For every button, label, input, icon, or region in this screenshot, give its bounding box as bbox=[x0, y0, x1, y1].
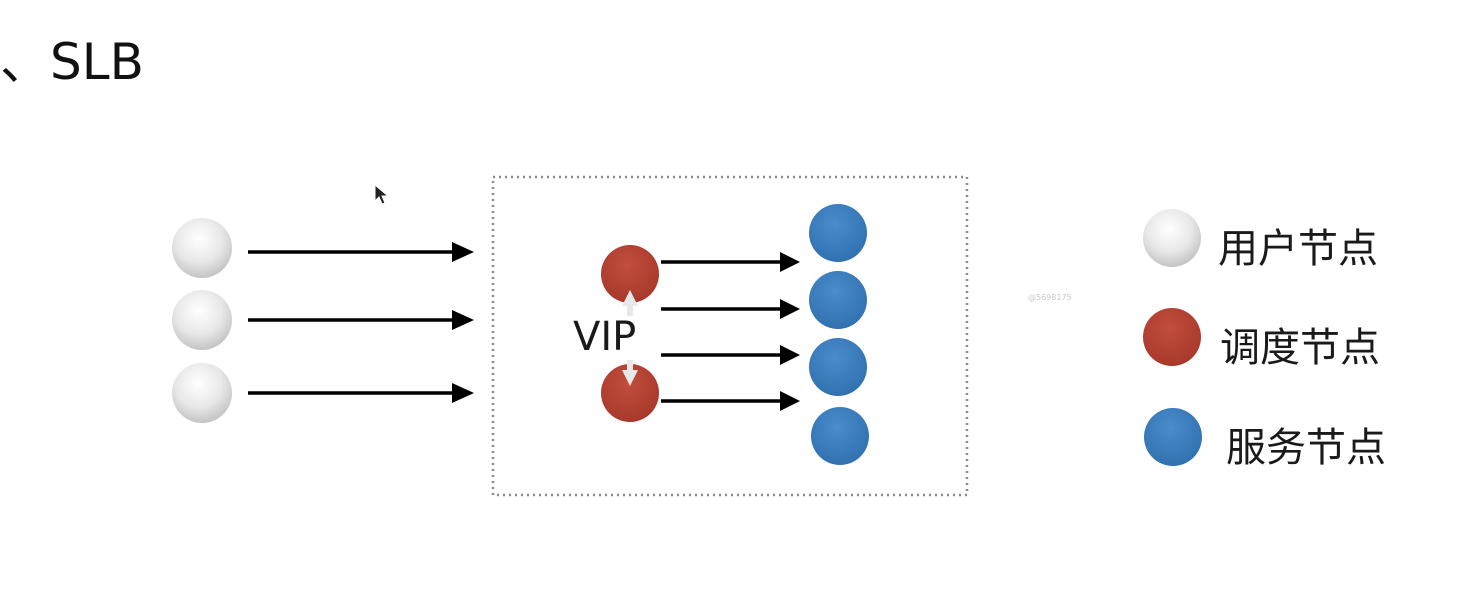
user-node bbox=[172, 363, 232, 423]
arrow-head bbox=[780, 391, 800, 411]
service-node bbox=[811, 407, 869, 465]
scheduler-node-icon bbox=[1143, 308, 1201, 366]
vip-label: VIP bbox=[573, 314, 637, 360]
arrow-head bbox=[452, 383, 474, 403]
mouse-cursor-icon bbox=[374, 184, 390, 205]
arrow-head bbox=[780, 345, 800, 365]
failover-arrow-shaft bbox=[627, 306, 633, 316]
user-node bbox=[172, 290, 232, 350]
scheduler-node bbox=[601, 245, 659, 303]
failover-arrow-shaft bbox=[627, 360, 633, 370]
arrow-head bbox=[452, 242, 474, 262]
failover-arrow-down bbox=[622, 370, 638, 386]
user-node-icon bbox=[1143, 209, 1201, 267]
service-node bbox=[809, 204, 867, 262]
user-node bbox=[172, 218, 232, 278]
page-title: 、SLB bbox=[0, 33, 144, 91]
watermark: @5698175 bbox=[1028, 293, 1072, 302]
arrow-head bbox=[780, 252, 800, 272]
failover-arrow-up bbox=[622, 290, 638, 306]
cluster-boundary bbox=[491, 175, 969, 497]
service-node bbox=[809, 338, 867, 396]
legend-label-scheduler: 调度节点 bbox=[1220, 325, 1380, 371]
scheduler-node bbox=[601, 364, 659, 422]
service-node bbox=[809, 271, 867, 329]
legend-label-user: 用户节点 bbox=[1218, 226, 1378, 272]
arrow-head bbox=[780, 299, 800, 319]
arrow-head bbox=[452, 310, 474, 330]
legend-label-service: 服务节点 bbox=[1226, 425, 1386, 471]
service-node-icon bbox=[1144, 408, 1202, 466]
